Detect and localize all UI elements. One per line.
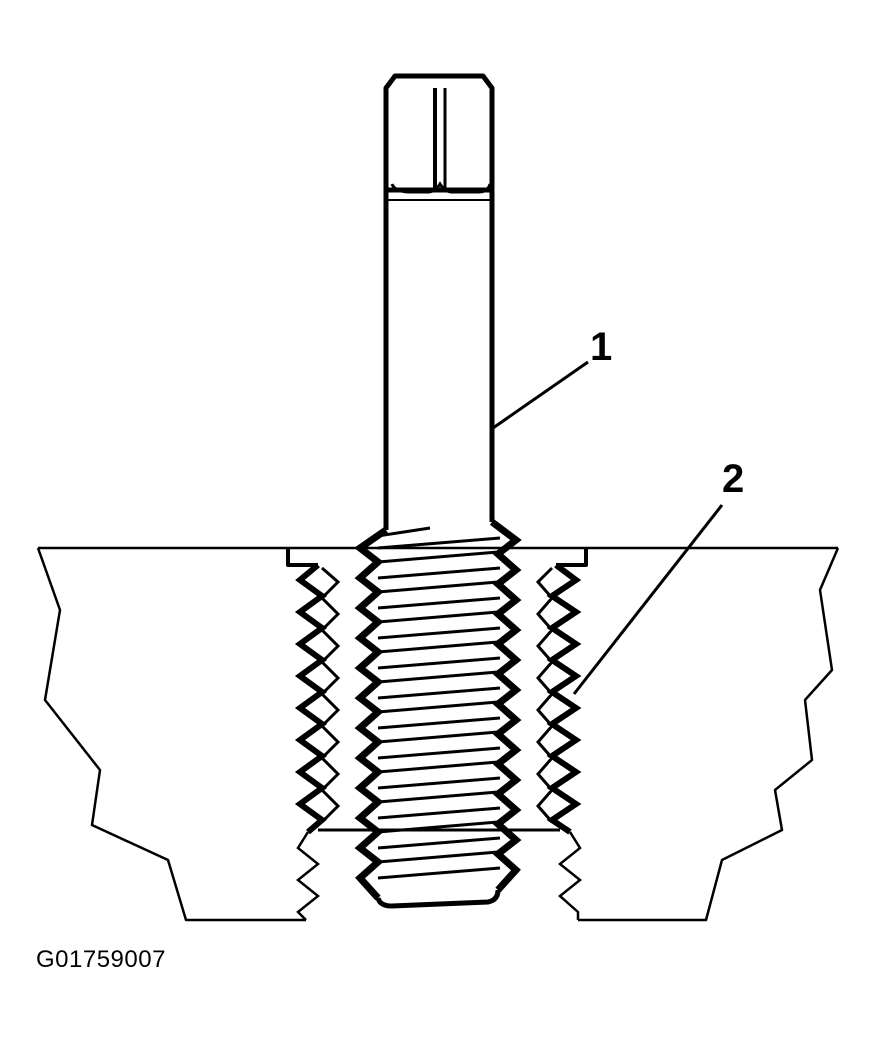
insert-inner-thread-right [535,566,554,823]
tap-thread-left-profile [354,527,388,901]
insert-thread-right [546,562,582,835]
tap-thread-crests [377,526,501,880]
tap-thread-right-profile [489,519,522,893]
callout-1-leader [492,360,589,430]
insert-thread-left [294,562,328,835]
tap-drive-head [383,73,495,193]
housing-left [36,547,306,922]
callout-2-label: 2 [722,457,744,501]
callout-1-label: 1 [590,325,612,369]
housing-thread-left [295,831,321,921]
insert-collar [286,548,588,567]
housing-thread-right [557,831,583,920]
tap-drive-head-flat [390,181,492,194]
callout-2-leader [572,504,724,695]
housing-right [578,547,840,922]
insert-inner-thread-left [319,566,341,824]
figure-id: G01759007 [36,946,166,973]
tap-tip [375,889,501,909]
